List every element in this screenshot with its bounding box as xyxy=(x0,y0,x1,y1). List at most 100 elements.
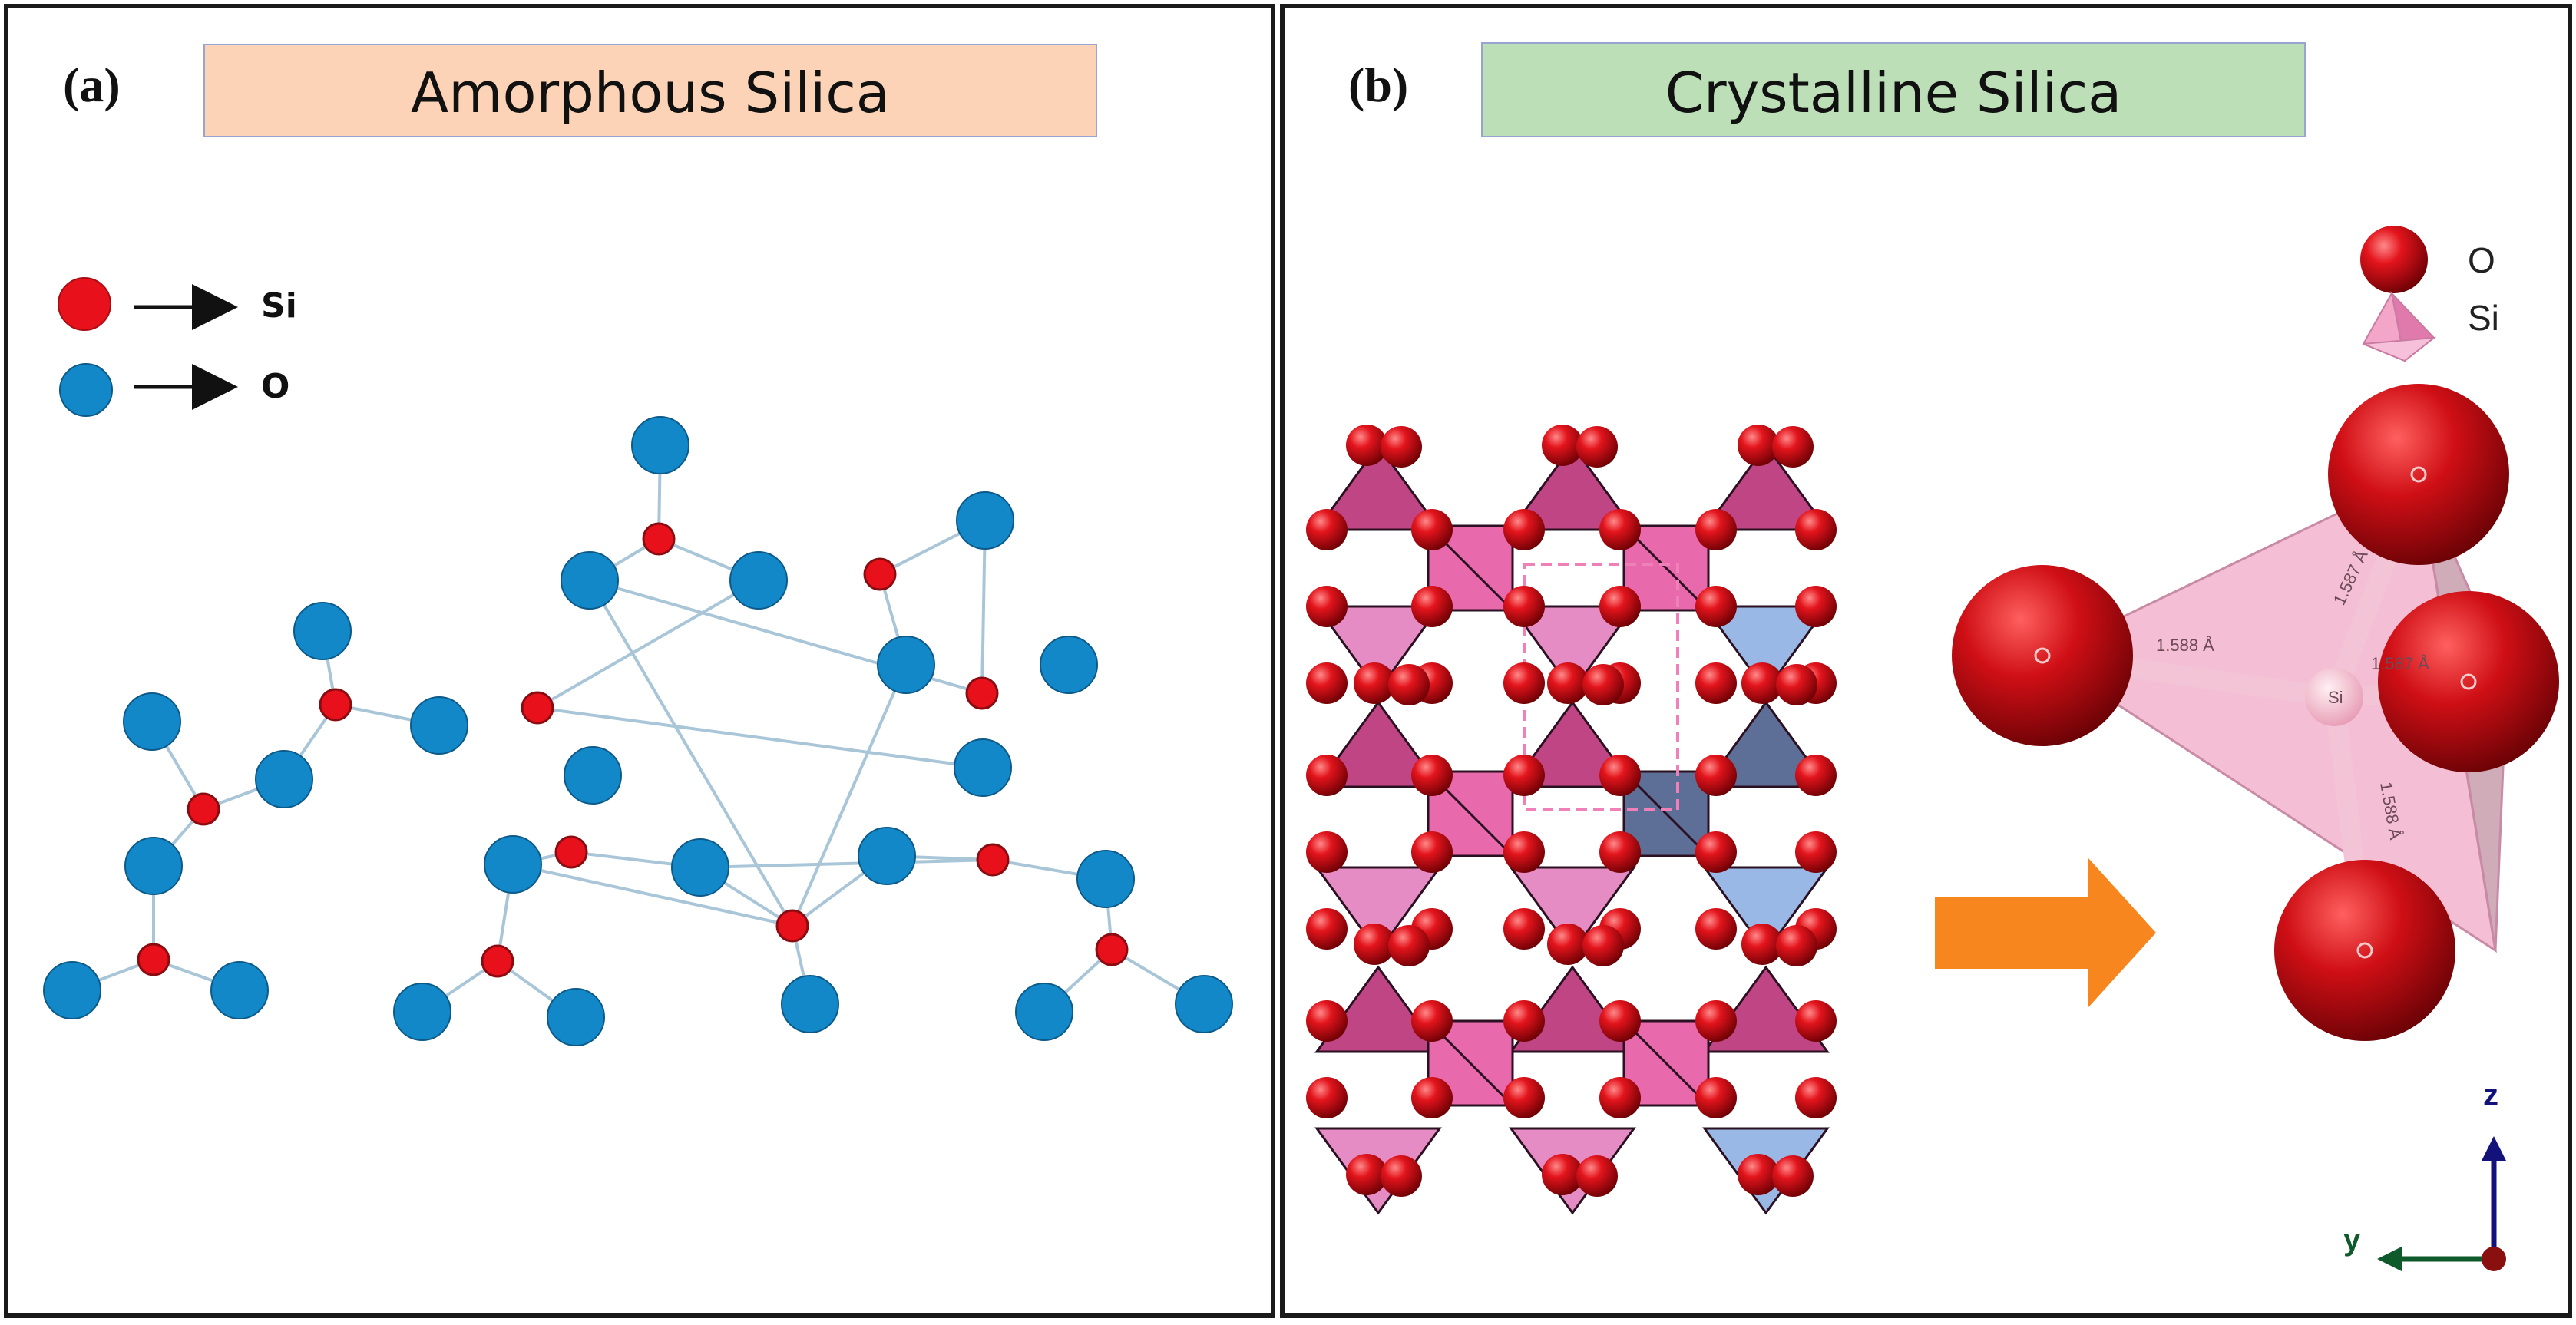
oxygen-atom-bottom xyxy=(2274,860,2455,1041)
sio4-tetrahedron xyxy=(1509,866,1636,954)
silicon-atom xyxy=(965,676,999,710)
si-o-bond xyxy=(537,579,759,709)
oxygen-atom xyxy=(1542,1154,1583,1195)
oxygen-atom xyxy=(210,961,269,1019)
oxygen-atom xyxy=(1599,1000,1641,1042)
oxygen-atom xyxy=(1795,831,1837,873)
panel-a-label: (a) xyxy=(63,58,121,112)
oxygen-atom xyxy=(954,738,1012,797)
oxygen-atom xyxy=(1306,908,1348,950)
oxygen-atom xyxy=(1772,426,1814,468)
silicon-atom xyxy=(642,522,676,556)
oxygen-atom xyxy=(1741,924,1783,965)
oxygen-atom xyxy=(956,491,1014,550)
oxygen-atom xyxy=(1381,426,1422,468)
y-axis-label: y xyxy=(2343,1223,2361,1257)
oxygen-atom xyxy=(1503,586,1545,627)
panel-b-title: Crystalline Silica xyxy=(1665,61,2122,125)
o-legend-dot xyxy=(59,363,113,417)
oxygen-atom xyxy=(1795,1000,1837,1042)
crystal-lattice xyxy=(1306,425,1837,1215)
panel-b-label: (b) xyxy=(1348,58,1408,112)
oxygen-atom xyxy=(484,835,542,894)
oxygen-atom xyxy=(1503,831,1545,873)
sio4-tetrahedron xyxy=(1314,866,1442,954)
oxygen-atom xyxy=(1306,755,1348,796)
si-o-bond xyxy=(588,579,794,927)
oxygen-atom-back-right xyxy=(2378,591,2559,772)
oxygen-atom xyxy=(1354,662,1395,704)
panel-a-title-box xyxy=(203,44,1097,137)
silicon-atom xyxy=(521,691,554,725)
oxygen-atom xyxy=(1576,1155,1618,1197)
oxygen-atom xyxy=(1354,924,1395,965)
silicon-atom xyxy=(554,835,588,869)
oxygen-atom xyxy=(1576,426,1618,468)
si-o-bond xyxy=(512,863,793,927)
oxygen-atom xyxy=(1738,1154,1779,1195)
sio4-tetrahedron xyxy=(1702,700,1830,788)
oxygen-atom xyxy=(1040,636,1098,694)
panel-b: (b) Crystalline Silica O Si xyxy=(1280,4,2572,1318)
oxygen-atom xyxy=(1795,509,1837,550)
oxygen-atom xyxy=(877,636,935,694)
oxygen-atom xyxy=(293,602,352,660)
oxygen-atom xyxy=(561,551,619,610)
oxygen-atom xyxy=(1306,662,1348,704)
sio4-tetrahedron xyxy=(1314,965,1442,1053)
oxygen-atom xyxy=(1388,925,1430,966)
oxygen-atom xyxy=(547,988,605,1046)
si-atom-label: Si xyxy=(2328,688,2343,707)
oxygen-atom xyxy=(1695,662,1737,704)
oxygen-atom xyxy=(1795,586,1837,627)
oxygen-atom xyxy=(1346,1154,1387,1195)
tetrahedron-closeup: Si 1.588 Å 1.587 Å 1.587 Å 1.588 Å xyxy=(1952,384,2559,1041)
si-legend-b-label: Si xyxy=(2468,298,2499,338)
sio4-tetrahedron xyxy=(1702,965,1830,1053)
silicon-atom xyxy=(1095,933,1129,966)
sio4-tetrahedron xyxy=(1509,443,1636,531)
si-o-bond xyxy=(699,858,994,869)
x-axis-dot xyxy=(2482,1247,2506,1271)
o-legend-b-label: O xyxy=(2468,240,2495,280)
oxygen-atom xyxy=(1795,755,1837,796)
o-legend-label: O xyxy=(261,367,289,406)
bond-length-1: 1.588 Å xyxy=(2156,636,2214,655)
silicon-atom xyxy=(863,557,897,591)
oxygen-atom xyxy=(1599,755,1641,796)
red-sphere-icon xyxy=(2360,226,2428,293)
oxygen-atom xyxy=(1306,1000,1348,1042)
sio4-tetrahedron xyxy=(1314,700,1442,788)
panel-a: (a) Amorphous Silica Si O xyxy=(4,4,1275,1318)
oxygen-atom xyxy=(1776,925,1817,966)
oxygen-atom xyxy=(1542,425,1583,466)
oxygen-atom xyxy=(1599,831,1641,873)
oxygen-atom xyxy=(1503,662,1545,704)
oxygen-atom xyxy=(1695,755,1737,796)
oxygen-atom xyxy=(1503,1000,1545,1042)
oxygen-atom xyxy=(1503,509,1545,550)
z-axis-label: z xyxy=(2483,1079,2498,1112)
oxygen-atom xyxy=(1695,1000,1737,1042)
sio4-tetrahedron xyxy=(1314,443,1442,531)
oxygen-atom xyxy=(123,692,181,751)
bond-length-3: 1.587 Å xyxy=(2371,654,2429,673)
oxygen-atom xyxy=(1695,1077,1737,1118)
oxygen-atom xyxy=(1547,924,1589,965)
panel-a-legend: Si O xyxy=(58,277,297,417)
oxygen-atom xyxy=(1772,1155,1814,1197)
oxygen-atom xyxy=(1175,975,1233,1033)
silicon-atom xyxy=(137,943,170,976)
sio4-tetrahedron xyxy=(1702,443,1830,531)
oxygen-atom xyxy=(1015,983,1073,1041)
oxygen-atom xyxy=(43,961,101,1019)
oxygen-atom-left xyxy=(1952,565,2133,746)
oxygen-atom xyxy=(858,827,916,885)
amorphous-network xyxy=(43,416,1233,1046)
sio4-tetrahedron xyxy=(1509,605,1636,693)
oxygen-atom xyxy=(1582,925,1624,966)
oxygen-atom xyxy=(1411,1000,1453,1042)
si-legend-dot xyxy=(58,277,111,331)
oxygen-atom xyxy=(1795,1077,1837,1118)
